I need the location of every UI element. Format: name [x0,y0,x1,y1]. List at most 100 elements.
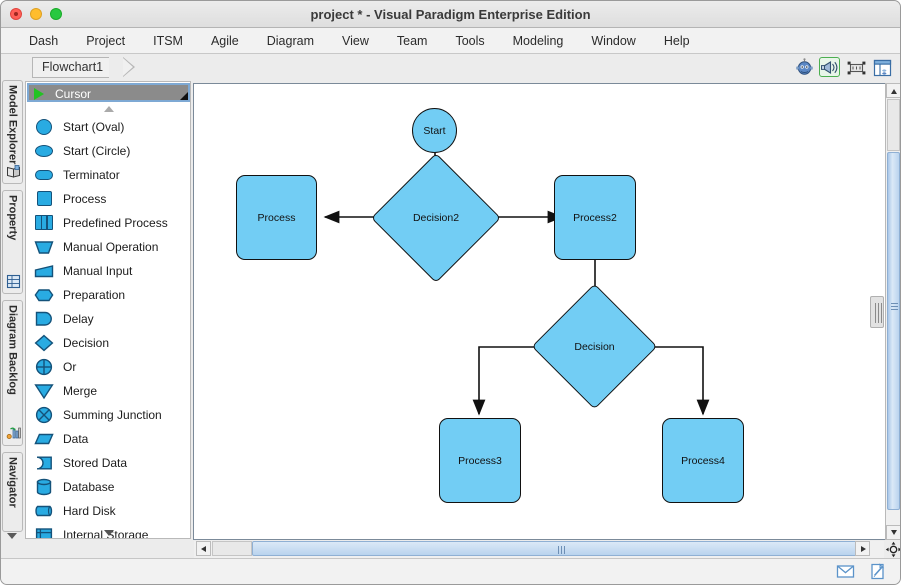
menu-help[interactable]: Help [663,33,690,48]
menu-dash[interactable]: Dash [29,33,59,48]
canvas-vertical-scrollbar[interactable] [885,83,900,540]
node-process3[interactable]: Process3 [439,418,521,503]
sidebar-tab-navigator[interactable]: Navigator [2,452,23,532]
backlog-chart-icon [6,426,21,441]
palette-item-stored-data[interactable]: Stored Data [26,451,190,475]
palette-item-label: Cursor [55,87,92,101]
node-start[interactable]: Start [412,108,457,153]
menu-view[interactable]: View [342,33,369,48]
tab-chevron-icon [123,57,135,77]
palette-item-delay[interactable]: Delay [26,307,190,331]
palette-item-label: Delay [63,312,94,326]
scroll-left-arrow-icon[interactable] [196,541,211,556]
fit-size-icon[interactable] [845,57,866,77]
palette-item-start-oval[interactable]: Start (Oval) [26,115,190,139]
node-decision2[interactable]: Decision2 [370,152,502,284]
menu-itsm[interactable]: ITSM [153,33,183,48]
node-label: Start [423,124,446,137]
node-label: Process [257,211,296,224]
palette-item-decision[interactable]: Decision [26,331,190,355]
menu-diagram[interactable]: Diagram [266,33,314,48]
shape-summing-junction-icon [34,406,54,424]
sidebar-tab-label: Model Explorer [6,85,19,165]
node-process2[interactable]: Process2 [554,175,636,260]
vscroll-thumb[interactable] [887,152,900,510]
maximize-button[interactable] [50,8,62,20]
sidebar-tab-property[interactable]: Property [2,190,23,294]
connector-decision-process4 [640,346,710,416]
palette-item-label: Summing Junction [63,408,162,422]
palette-scroll-up-icon[interactable] [104,106,114,112]
diagram-canvas[interactable]: Start Decision2 Process Process2 Decisio… [194,84,886,539]
hscroll-thumb[interactable] [252,541,864,556]
sidebar-more-chevron-icon[interactable] [7,533,17,539]
palette-item-manual-input[interactable]: Manual Input [26,259,190,283]
connector-layer [323,152,710,416]
shape-data-icon [34,430,54,448]
palette-item-preparation[interactable]: Preparation [26,283,190,307]
diagram-canvas-area[interactable]: Start Decision2 Process Process2 Decisio… [193,83,887,540]
shape-palette: Cursor Start (Oval) Start (Circle) Termi… [25,81,191,539]
node-label: Decision2 [412,212,460,224]
tab-flowchart1[interactable]: Flowchart1 [32,57,110,78]
panel-layout-icon[interactable] [871,57,892,77]
menu-project[interactable]: Project [86,33,126,48]
palette-item-data[interactable]: Data [26,427,190,451]
panel-splitter-handle[interactable] [870,296,884,328]
palette-item-process[interactable]: Process [26,187,190,211]
scroll-down-arrow-icon[interactable] [886,525,900,540]
menu-agile[interactable]: Agile [210,33,239,48]
minimize-button[interactable] [30,8,42,20]
node-process[interactable]: Process [236,175,317,260]
palette-item-manual-operation[interactable]: Manual Operation [26,235,190,259]
shape-preparation-icon [34,286,54,304]
palette-scroll-down-icon[interactable] [104,530,114,536]
menu-tools[interactable]: Tools [455,33,485,48]
palette-item-merge[interactable]: Merge [26,379,190,403]
hscroll-track[interactable] [212,541,252,556]
palette-item-predefined-process[interactable]: Predefined Process [26,211,190,235]
close-button[interactable] [10,8,22,20]
shape-internal-storage-icon [34,526,54,538]
palette-item-terminator[interactable]: Terminator [26,163,190,187]
shape-delay-icon [34,310,54,328]
node-label: Process2 [573,211,617,224]
menu-team[interactable]: Team [396,33,428,48]
palette-item-hard-disk[interactable]: Hard Disk [26,499,190,523]
property-grid-icon [6,274,21,289]
sidebar-tab-diagram-backlog[interactable]: Diagram Backlog [2,300,23,446]
scroll-up-arrow-icon[interactable] [886,83,900,98]
palette-list: Start (Oval) Start (Circle) Terminator P… [26,115,190,538]
mail-icon[interactable] [836,563,855,580]
shape-terminator-icon [34,166,54,184]
palette-overflow-corner-icon[interactable] [180,92,188,100]
menu-window[interactable]: Window [591,33,636,48]
palette-item-cursor[interactable]: Cursor [27,83,190,102]
canvas-horizontal-scrollbar[interactable] [194,541,884,558]
bot-icon[interactable] [793,57,814,77]
node-decision[interactable]: Decision [531,283,658,410]
edit-note-icon[interactable] [869,563,888,580]
palette-item-summing-junction[interactable]: Summing Junction [26,403,190,427]
palette-item-database[interactable]: Database [26,475,190,499]
scroll-right-arrow-icon[interactable] [855,541,870,556]
sidebar-tab-label: Diagram Backlog [6,305,19,395]
shape-merge-icon [34,382,54,400]
palette-item-label: Manual Input [63,264,133,278]
palette-item-label: Terminator [63,168,120,182]
vscroll-track[interactable] [887,99,900,151]
palette-item-label: Manual Operation [63,240,159,254]
node-label: Process3 [458,454,502,467]
menu-modeling[interactable]: Modeling [512,33,564,48]
node-process4[interactable]: Process4 [662,418,744,503]
palette-item-start-circle[interactable]: Start (Circle) [26,139,190,163]
palette-item-or[interactable]: Or [26,355,190,379]
pan-tool-button[interactable] [885,541,900,558]
connector-decision-process3 [472,346,551,416]
megaphone-icon[interactable] [819,57,840,77]
node-label: Decision [574,340,615,353]
vscroll-grip-icon [891,303,898,310]
cursor-arrow-icon [34,88,44,100]
sidebar-tab-model-explorer[interactable]: Model Explorer [2,80,23,184]
